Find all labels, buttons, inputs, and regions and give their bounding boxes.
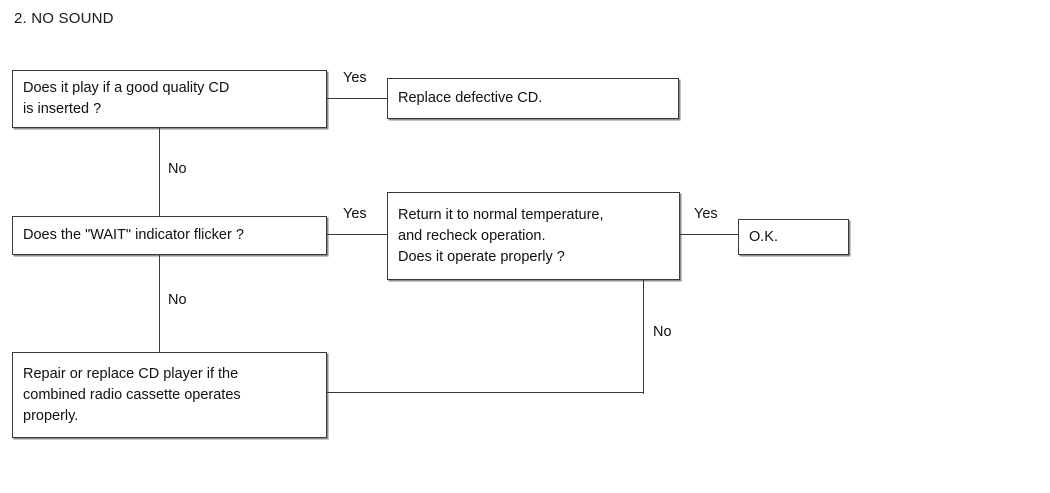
connector-wait-indicator-to-repair [159,255,161,352]
node-question-cd-plays[interactable]: Does it play if a good quality CD is ins… [12,70,327,128]
node-terminal-ok-label: O.K. [749,228,779,245]
node-action-repair-replace-player-label: Repair or replace CD player if the combi… [23,365,241,424]
node-action-replace-cd[interactable]: Replace defective CD. [387,78,679,119]
edge-label-yes-wait-indicator: Yes [343,206,367,222]
node-question-cd-plays-label: Does it play if a good quality CD is ins… [23,80,230,117]
node-question-normal-temperature[interactable]: Return it to normal temperature, and rec… [387,192,680,280]
connector-q1-to-replace-cd [327,98,387,100]
node-question-wait-indicator-label: Does the "WAIT" indicator flicker ? [23,227,244,243]
connector-temperature-to-ok [680,234,738,236]
node-terminal-ok[interactable]: O.K. [738,219,849,255]
node-action-repair-replace-player[interactable]: Repair or replace CD player if the combi… [12,352,327,438]
edge-label-yes-cd-plays: Yes [343,70,367,86]
page-title: 2. NO SOUND [14,10,114,27]
connector-temperature-no-vertical [643,280,645,394]
node-action-replace-cd-label: Replace defective CD. [398,90,543,106]
edge-label-no-cd-plays: No [168,161,187,177]
node-question-wait-indicator[interactable]: Does the "WAIT" indicator flicker ? [12,216,327,255]
edge-label-no-wait-indicator: No [168,292,187,308]
connector-wait-indicator-to-temperature [327,234,387,236]
edge-label-yes-temperature: Yes [694,206,718,222]
connector-q1-to-wait-indicator [159,128,161,216]
node-question-normal-temperature-label: Return it to normal temperature, and rec… [398,206,604,265]
edge-label-no-temperature: No [653,324,672,340]
connector-temperature-no-horizontal [327,392,644,394]
